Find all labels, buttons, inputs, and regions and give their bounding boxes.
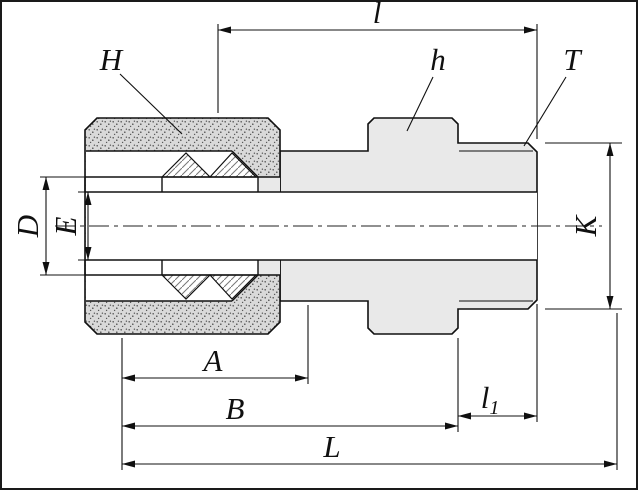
label-B: B: [226, 391, 245, 426]
dim-D: [40, 176, 85, 276]
label-l1: l1: [481, 380, 500, 419]
leader-H: [119, 73, 183, 135]
label-T: T: [563, 42, 583, 77]
section-lines: [84, 150, 537, 302]
leader-h: [406, 76, 434, 132]
dim-A: [121, 305, 309, 470]
label-K: K: [568, 213, 603, 237]
thread-root-lines: [459, 150, 533, 302]
label-l1-main: l: [481, 380, 490, 415]
leader-lines: [119, 73, 567, 147]
label-h: h: [430, 42, 446, 77]
dim-L: [122, 313, 618, 470]
label-H: H: [99, 42, 124, 77]
dim-l: [217, 24, 538, 139]
dim-l1: [458, 304, 538, 422]
leader-T: [523, 76, 567, 147]
label-l: l: [373, 0, 382, 30]
label-E: E: [48, 216, 83, 236]
dim-E: [78, 191, 98, 261]
label-L: L: [322, 429, 340, 464]
dim-K: [545, 142, 622, 310]
label-A: A: [202, 343, 224, 378]
label-D: D: [10, 215, 45, 238]
label-l1-sub: 1: [489, 397, 499, 419]
